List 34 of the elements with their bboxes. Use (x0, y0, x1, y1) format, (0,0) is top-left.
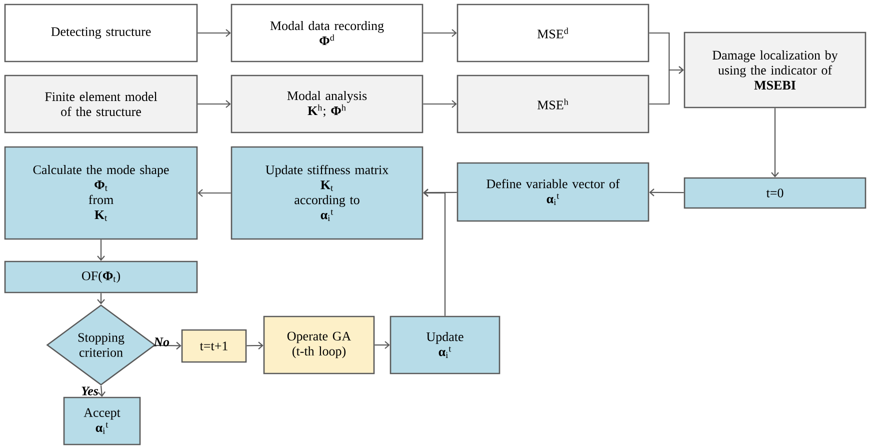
arrow (423, 29, 457, 37)
process-box: MSE$^{d}$ (456, 4, 650, 62)
edge-label: No (154, 338, 170, 346)
process-box: Calculate the mode shape Φ$_{t}$ from K$_{t}$ (4, 146, 198, 240)
arrow (423, 188, 457, 196)
arrow (98, 386, 106, 397)
process-box: Modal data recording Φ$^{d}$ (230, 4, 424, 62)
arrow (198, 100, 231, 108)
arrow (246, 342, 264, 350)
process-box: Detecting structure (4, 4, 198, 62)
arrow (423, 100, 457, 108)
edge-label: Yes (82, 386, 98, 396)
process-box: Update stiffness matrix K$_{t}$ according to α$_{i}$t (230, 146, 424, 240)
arrow (198, 189, 231, 197)
process-box: Modal analysis K$^{h}$; Φ$^{h}$ (230, 74, 424, 134)
arrow (97, 293, 105, 304)
process-box: Damage localization by using the indicator of MSEBI (684, 32, 866, 108)
process-box: MSE$^{h}$ (456, 74, 650, 134)
process-box: t=0 (684, 177, 866, 209)
process-box: OF(Φ$_{t}$) (4, 260, 198, 294)
arrow (198, 29, 231, 37)
process-box: Finite element model of the structure (4, 74, 198, 134)
arrow (423, 189, 446, 316)
arrow (374, 341, 390, 349)
process-box: Define variable vector of α$_{i}$t (456, 162, 650, 222)
arrow (649, 66, 684, 105)
process-box: Update α$_{i}$t (390, 316, 500, 374)
process-box: Accept α$_{i}$t (63, 396, 141, 446)
arrow (649, 188, 684, 196)
arrow (771, 108, 779, 178)
arrow (97, 240, 105, 261)
process-box: Operate GA (t-th loop) (263, 316, 375, 374)
process-box: t=t+1 (181, 329, 247, 363)
arrow (155, 342, 182, 350)
